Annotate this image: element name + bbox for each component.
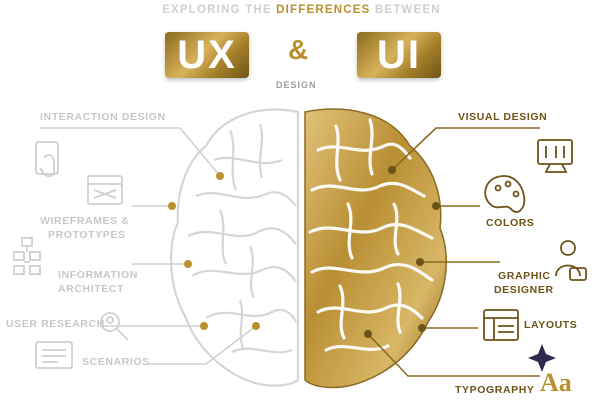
ux-connector-dots <box>168 172 260 330</box>
label-user-research: USER RESEARCH <box>6 318 105 330</box>
label-information-line2: ARCHITECT <box>58 283 125 295</box>
label-information-line1: INFORMATION <box>58 269 138 281</box>
document-icon <box>35 341 73 369</box>
label-graphic-line2: DESIGNER <box>494 284 554 296</box>
sitemap-icon <box>13 237 41 275</box>
connector-dot <box>432 202 440 210</box>
label-visual-design: VISUAL DESIGN <box>458 111 548 123</box>
connector-dot <box>364 330 372 338</box>
magnifier-user-icon <box>100 312 129 341</box>
label-colors: COLORS <box>486 217 535 229</box>
connector-dot <box>184 260 192 268</box>
sparkle-icon <box>528 344 556 372</box>
ux-badge: UX <box>165 32 249 78</box>
label-wireframes-line1: WIREFRAMES & <box>40 215 130 227</box>
ui-connectors <box>367 127 540 377</box>
connector-dot <box>416 258 424 266</box>
connector-dot <box>216 172 224 180</box>
monitor-tools-icon <box>537 139 573 173</box>
layout-icon <box>483 309 519 341</box>
header-highlight: DIFFERENCES <box>276 4 371 16</box>
tablet-touch-icon <box>35 141 59 178</box>
header-prefix: EXPLORING THE <box>162 4 272 16</box>
connector-dot <box>418 324 426 332</box>
typography-glyph: Aa <box>540 368 572 397</box>
label-interaction-design: INTERACTION DESIGN <box>40 111 166 123</box>
label-wireframes-line2: PROTOTYPES <box>48 229 126 241</box>
label-scenarios: SCENARIOS <box>82 356 150 368</box>
palette-icon <box>484 175 526 213</box>
header-suffix: BETWEEN <box>374 4 441 16</box>
ux-connectors <box>40 127 257 365</box>
label-layouts: LAYOUTS <box>524 319 578 331</box>
page-header: EXPLORING THE DIFFERENCES BETWEEN <box>0 4 603 16</box>
ui-badge: UI <box>357 32 441 78</box>
wireframe-icon <box>87 175 123 205</box>
design-subtitle: DESIGN <box>276 80 317 90</box>
connector-dot <box>168 202 176 210</box>
ui-badge-text: UI <box>377 32 421 77</box>
ux-badge-text: UX <box>177 32 237 77</box>
ui-connector-dots <box>364 166 440 338</box>
connector-dot <box>252 322 260 330</box>
ampersand: & <box>288 34 309 65</box>
label-graphic-line1: GRAPHIC <box>498 270 551 282</box>
ux-brain-hemisphere <box>169 108 300 387</box>
connector-dot <box>388 166 396 174</box>
ui-brain-hemisphere <box>304 108 447 389</box>
designer-icon <box>555 240 587 281</box>
label-typography: TYPOGRAPHY <box>455 384 535 396</box>
connector-dot <box>200 322 208 330</box>
